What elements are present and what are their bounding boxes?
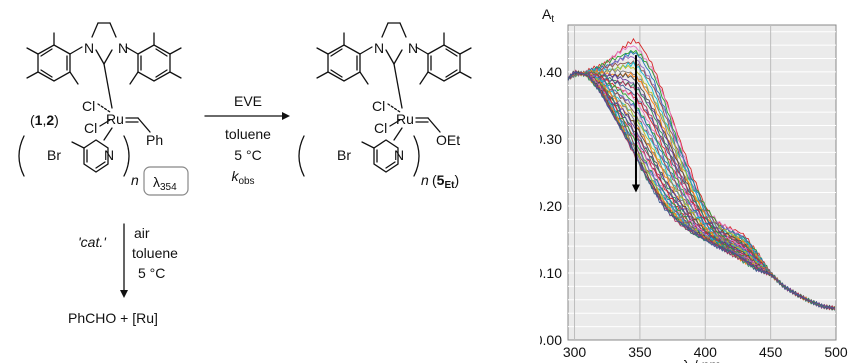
condition-solvent-down: toluene — [132, 245, 178, 261]
y-tick-label: 0.00 — [540, 332, 562, 348]
lambda-box — [143, 166, 189, 196]
condition-temp-right: 5 °C — [234, 147, 261, 163]
atom-n-right-2: N — [408, 40, 418, 56]
complex-end-structure — [298, 22, 472, 177]
uv-vis-chart: 0.00 0.10 0.20 0.30 0.40 300 350 400 450 500 λ / n… — [540, 6, 848, 363]
atom-cl-bottom-2: Cl — [374, 120, 387, 136]
atom-n-subscript: n — [131, 172, 139, 188]
condition-rate-constant: kobs — [231, 168, 254, 187]
condition-reagent-air: air — [134, 225, 150, 241]
atom-cl-top: Cl — [82, 98, 95, 114]
lambda-label: λ354 — [153, 174, 177, 193]
atom-ru: Ru — [106, 111, 124, 127]
decay-arrow-head — [631, 184, 640, 193]
atom-n-pyridine-2: N — [394, 147, 404, 163]
y-axis-label: At — [542, 6, 554, 25]
x-tick-label: 500 — [824, 344, 848, 360]
x-axis-label: λ / nm — [683, 357, 721, 363]
y-tick-label: 0.10 — [540, 265, 562, 281]
y-tick-label: 0.30 — [540, 131, 562, 147]
x-tick-label: 400 — [694, 344, 718, 360]
reaction-scheme: N N Cl Ru Cl Ph Br N n N N Cl Ru Cl OEt … — [18, 22, 472, 326]
atom-n-left-2: N — [374, 40, 384, 56]
complex-start-structure — [18, 22, 182, 177]
y-tick-label: 0.40 — [540, 64, 562, 80]
products-label: PhCHO + [Ru] — [68, 310, 158, 326]
atom-cl-bottom: Cl — [84, 120, 97, 136]
x-tick-label: 450 — [759, 344, 783, 360]
atom-n-pyridine: N — [104, 147, 114, 163]
spectrum-line — [567, 70, 835, 310]
x-tick-label: 350 — [628, 344, 652, 360]
atom-n-left: N — [84, 40, 94, 56]
atom-n-right: N — [118, 40, 128, 56]
atom-ru-2: Ru — [396, 111, 414, 127]
compound-label-end: (5Et) — [432, 172, 459, 191]
condition-temp-down: 5 °C — [138, 265, 165, 281]
atom-br-2: Br — [337, 147, 351, 163]
atom-n-subscript-2: n — [421, 172, 429, 188]
atom-cl-top-2: Cl — [372, 98, 385, 114]
condition-catalyst: 'cat.' — [78, 234, 107, 250]
y-tick-label: 0.20 — [540, 198, 562, 214]
condition-solvent-right: toluene — [225, 126, 271, 142]
compound-label-start: (1,2) — [30, 112, 59, 128]
atom-br: Br — [47, 147, 61, 163]
condition-reagent-eve: EVE — [234, 93, 262, 109]
atom-oet: OEt — [436, 132, 460, 148]
x-tick-label: 300 — [563, 344, 587, 360]
atom-ph: Ph — [146, 132, 163, 148]
